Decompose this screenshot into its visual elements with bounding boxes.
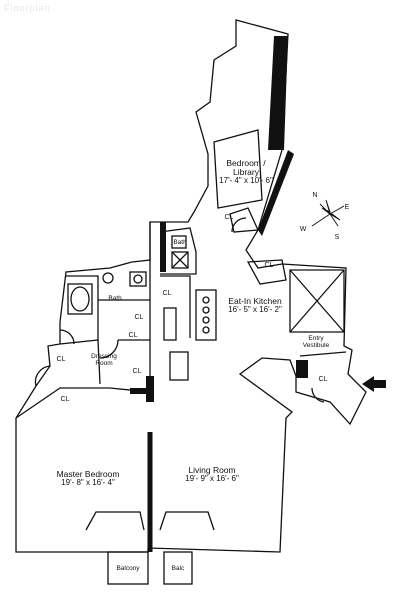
dressing-room-name-2: Room <box>95 359 113 367</box>
living-room-dim: 19'- 9" x 16'- 6" <box>185 473 239 483</box>
dressing-room-name: Dressing <box>91 353 117 360</box>
balcony-left-label: Balcony <box>116 565 140 572</box>
closet-label-dressing-1: CL <box>128 332 138 339</box>
closet-label-dressing-2: CL <box>132 368 142 375</box>
bedroom-library-label: Bedroom / Library 17'- 4" x 10'- 6" <box>216 159 276 185</box>
closet-label-bath: CL <box>134 314 144 321</box>
bedroom-library-name-2: Library <box>233 166 259 177</box>
entry-vestibule-name-2: Vestibule <box>302 341 330 349</box>
bedroom-library-dim: 17'- 4" x 10'- 6" <box>219 175 273 185</box>
balcony-right-label: Balc <box>171 565 185 572</box>
closet-label-bedroom: CL <box>224 214 234 221</box>
master-bedroom-dim: 19'- 8" x 16'- 4" <box>61 477 115 487</box>
compass-south: S <box>334 234 340 241</box>
watermark: Floorplan <box>4 3 51 13</box>
living-room-name: Living Room <box>188 465 236 475</box>
bath-upper-label: Bath <box>173 239 187 246</box>
master-bedroom-name: Master Bedroom <box>56 469 120 479</box>
dressing-room-label: Dressing Room <box>84 353 124 368</box>
living-room-label: Living Room 19'- 9" x 16'- 6" <box>160 466 264 483</box>
bath-main-label: Bath <box>108 295 122 302</box>
closet-label-west-1: CL <box>56 356 66 363</box>
entry-vestibule-name: Entry <box>308 335 324 342</box>
eat-in-kitchen-label: Eat-In Kitchen 16'- 5" x 16'- 2" <box>210 297 300 314</box>
closet-label-kitchen: CL <box>264 262 274 269</box>
bedroom-library-name: Bedroom / <box>226 158 266 168</box>
closet-label-west-2: CL <box>60 396 70 403</box>
entry-vestibule-label: Entry Vestibule <box>296 335 336 350</box>
closet-label-entry: CL <box>318 376 328 383</box>
master-bedroom-label: Master Bedroom 19'- 8" x 16'- 4" <box>40 470 136 487</box>
compass-west: W <box>299 226 307 233</box>
closet-label-upper-bath: CL <box>162 290 172 297</box>
compass-east: E <box>344 204 350 211</box>
eat-in-kitchen-name: Eat-In Kitchen <box>228 296 282 306</box>
eat-in-kitchen-dim: 16'- 5" x 16'- 2" <box>228 304 282 314</box>
compass-north: N <box>312 192 318 199</box>
